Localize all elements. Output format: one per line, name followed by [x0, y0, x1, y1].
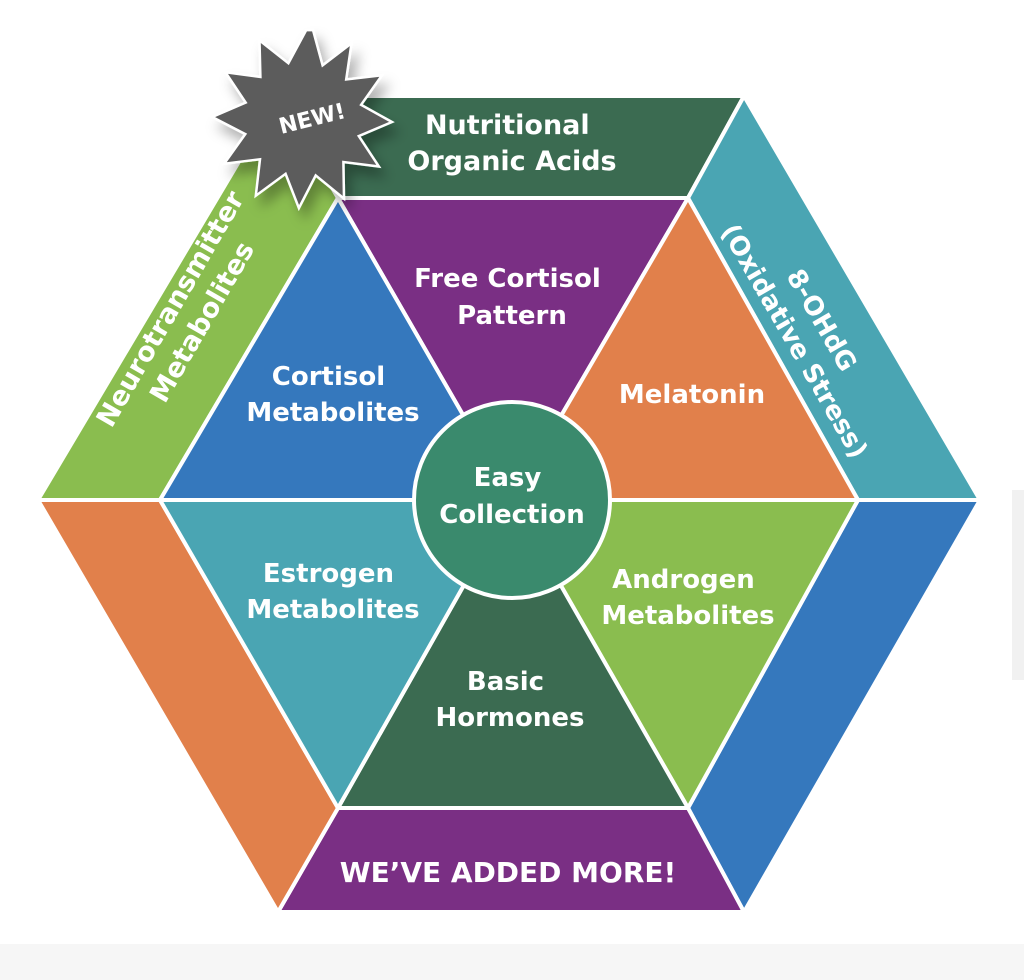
label-easy-collection: Easy Collection — [439, 463, 585, 530]
label-free-cortisol-pattern: Free Cortisol Pattern — [414, 264, 610, 331]
page-right-edge — [1012, 490, 1024, 680]
label-we-added-more: WE’VE ADDED MORE! — [340, 856, 677, 889]
segment-cortisol-metabolites — [158, 196, 514, 502]
label-basic-hormones: Basic Hormones — [435, 667, 584, 733]
center-circle — [412, 400, 612, 600]
page-bottom-band — [0, 944, 1024, 980]
label-estrogen-metabolites: Estrogen Metabolites — [246, 559, 419, 625]
label-melatonin: Melatonin — [619, 380, 765, 410]
label-nutritional-organic-acids: Nutritional Organic Acids — [407, 110, 616, 177]
label-cortisol-metabolites: Cortisol Metabolites — [246, 362, 419, 428]
starburst-badge-icon — [209, 28, 395, 212]
label-androgen-metabolites: Androgen Metabolites — [601, 565, 774, 631]
